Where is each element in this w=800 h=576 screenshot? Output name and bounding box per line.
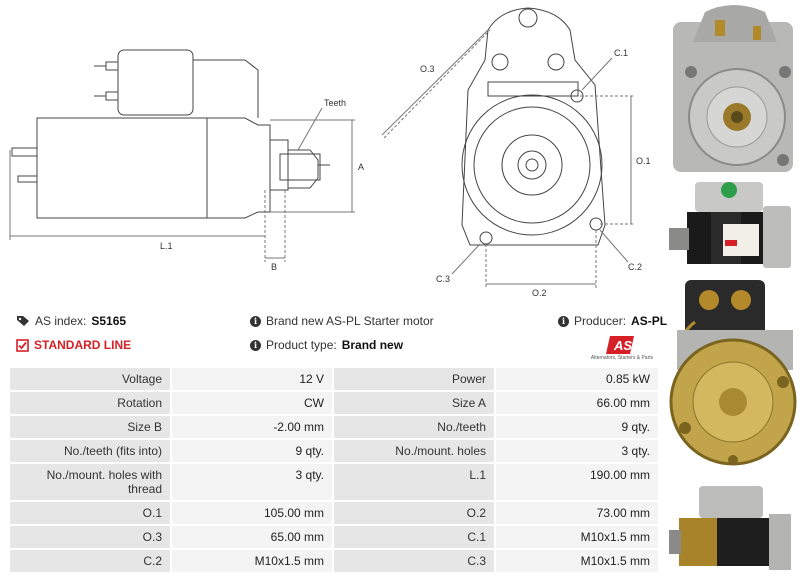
spec-key: Power — [334, 368, 496, 392]
standard-line-text: STANDARD LINE — [34, 338, 132, 352]
label-b: B — [271, 262, 277, 272]
product-type-value: Brand new — [341, 338, 404, 352]
spec-value: 12 V — [172, 368, 334, 392]
checkbox-icon — [16, 338, 29, 352]
photo-side-view — [665, 176, 800, 272]
spec-value: 0.85 kW — [496, 368, 660, 392]
spec-key: Size A — [334, 392, 496, 416]
spec-key: O.1 — [10, 502, 172, 526]
description: i Brand new AS-PL Starter motor — [250, 314, 434, 328]
spec-value: 65.00 mm — [172, 526, 334, 550]
spec-key: C.3 — [334, 550, 496, 574]
label-c2: C.2 — [628, 262, 642, 272]
spec-value: M10x1.5 mm — [496, 550, 660, 574]
label-o2: O.2 — [532, 288, 547, 298]
table-row: O.1 105.00 mm O.2 73.00 mm — [10, 502, 660, 526]
photo-front-view — [665, 2, 800, 174]
spec-key: O.3 — [10, 526, 172, 550]
table-row: Size B -2.00 mm No./teeth 9 qty. — [10, 416, 660, 440]
spec-value: 3 qty. — [172, 464, 334, 502]
spec-key: No./mount. holes with thread — [10, 464, 172, 502]
info-icon: i — [250, 339, 261, 351]
spec-key: No./mount. holes — [334, 440, 496, 464]
spec-key: Rotation — [10, 392, 172, 416]
front-view — [381, 7, 635, 288]
spec-key: C.2 — [10, 550, 172, 574]
spec-key: No./teeth (fits into) — [10, 440, 172, 464]
table-row: O.3 65.00 mm C.1 M10x1.5 mm — [10, 526, 660, 550]
spec-value: 66.00 mm — [496, 392, 660, 416]
spec-value: 190.00 mm — [496, 464, 660, 502]
photo-angle-view — [665, 478, 800, 574]
spec-value: M10x1.5 mm — [496, 526, 660, 550]
table-row: No./teeth (fits into) 9 qty. No./mount. … — [10, 440, 660, 464]
spec-key: O.2 — [334, 502, 496, 526]
spec-value: 105.00 mm — [172, 502, 334, 526]
spec-key: Size B — [10, 416, 172, 440]
producer-value: AS-PL — [631, 314, 668, 328]
info-icon: i — [558, 315, 569, 327]
table-row: Voltage 12 V Power 0.85 kW — [10, 368, 660, 392]
photo-rear-view — [665, 274, 800, 470]
product-type-label: Product type: — [266, 338, 337, 352]
table-row: C.2 M10x1.5 mm C.3 M10x1.5 mm — [10, 550, 660, 574]
product-photos — [665, 0, 800, 576]
logo-tagline: Alternators, Starters & Parts — [590, 355, 654, 361]
spec-key: C.1 — [334, 526, 496, 550]
label-o3: O.3 — [420, 64, 435, 74]
spec-key: No./teeth — [334, 416, 496, 440]
spec-value: 3 qty. — [496, 440, 660, 464]
label-o1: O.1 — [636, 156, 651, 166]
label-l1: L.1 — [160, 241, 173, 251]
technical-drawing: Teeth A B L.1 — [0, 0, 665, 300]
tag-icon — [16, 315, 30, 327]
label-c1: C.1 — [614, 48, 628, 58]
label-a: A — [358, 162, 364, 172]
as-index: AS index: S5165 — [16, 314, 126, 328]
info-icon: i — [250, 315, 261, 327]
logo-text: AS — [613, 338, 632, 353]
spec-value: 9 qty. — [496, 416, 660, 440]
description-text: Brand new AS-PL Starter motor — [266, 314, 434, 328]
as-logo: AS Alternators, Starters & Parts — [584, 334, 660, 361]
spec-value: 73.00 mm — [496, 502, 660, 526]
spec-table: Voltage 12 V Power 0.85 kW Rotation CW S… — [10, 368, 660, 574]
spec-key: L.1 — [334, 464, 496, 502]
standard-line: STANDARD LINE — [16, 338, 131, 352]
spec-value: M10x1.5 mm — [172, 550, 334, 574]
spec-value: 9 qty. — [172, 440, 334, 464]
spec-value: -2.00 mm — [172, 416, 334, 440]
spec-key: Voltage — [10, 368, 172, 392]
label-teeth: Teeth — [324, 98, 346, 108]
as-index-value: S5165 — [91, 314, 127, 328]
label-c3: C.3 — [436, 274, 450, 284]
as-index-label: AS index: — [35, 314, 87, 328]
producer-label: Producer: — [574, 314, 627, 328]
spec-value: CW — [172, 392, 334, 416]
side-view — [9, 49, 355, 262]
table-row: Rotation CW Size A 66.00 mm — [10, 392, 660, 416]
producer: i Producer: AS-PL — [558, 314, 667, 328]
table-row: No./mount. holes with thread 3 qty. L.1 … — [10, 464, 660, 502]
product-type: i Product type: Brand new — [250, 338, 403, 352]
product-info: AS index: S5165 i Brand new AS-PL Starte… — [8, 308, 667, 360]
